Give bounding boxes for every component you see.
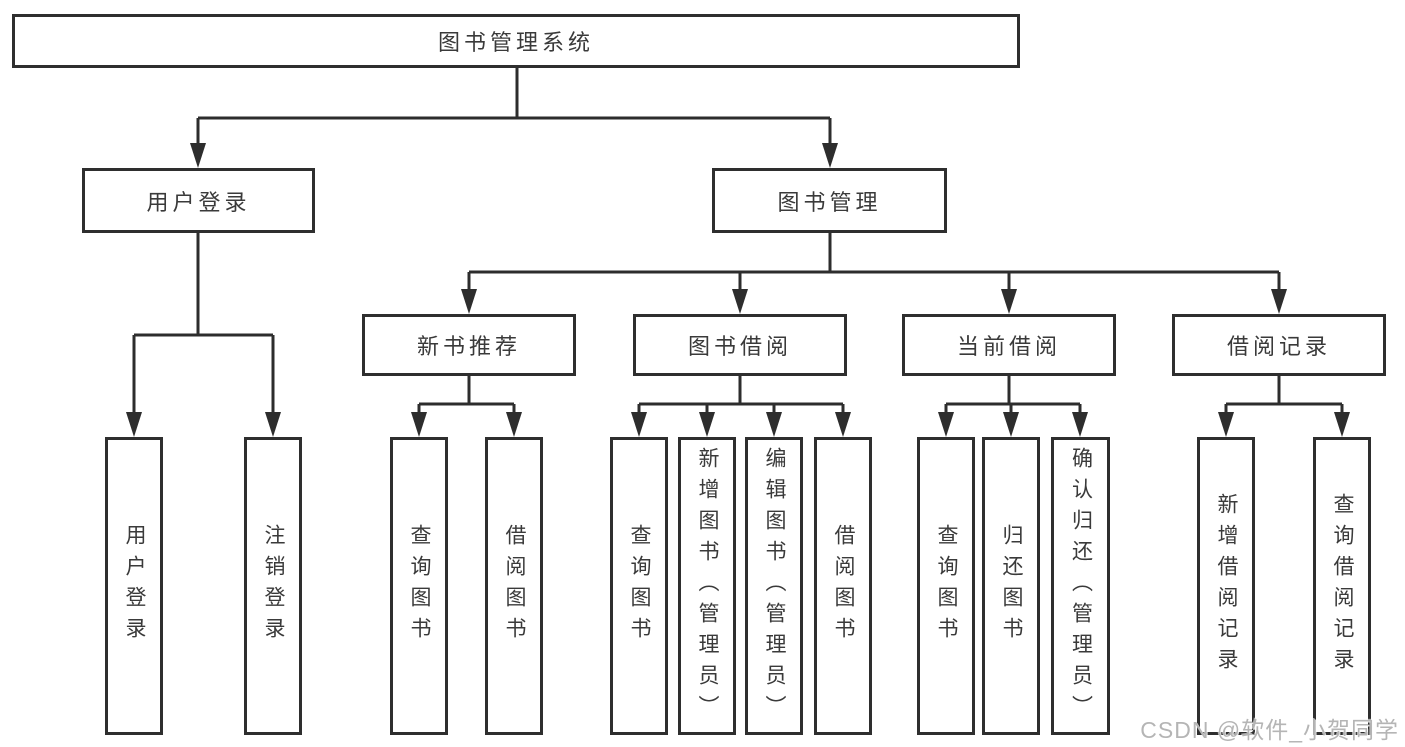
node-leaf-query-borrow-record: 查询借阅记录	[1313, 437, 1371, 735]
edge-current-to-leaves	[938, 376, 1088, 437]
edge-records-to-leaves	[1218, 376, 1350, 437]
node-label: 归还图书	[1000, 524, 1023, 648]
node-label: 借阅图书	[503, 524, 526, 648]
edge-borrowing-to-leaves	[631, 376, 851, 437]
node-label: 用户登录	[146, 189, 251, 215]
node-leaf-add-books-admin: 新增图书（管理员）	[678, 437, 736, 735]
node-borrowing-records: 借阅记录	[1172, 314, 1386, 376]
node-label: 当前借阅	[956, 334, 1061, 359]
node-leaf-query-books: 查询图书	[917, 437, 975, 735]
csdn-watermark: CSDN @软件_小贺同学	[1140, 717, 1399, 743]
node-leaf-borrow-books: 借阅图书	[814, 437, 872, 735]
node-user-login: 用户登录	[82, 168, 315, 233]
node-book-borrowing: 图书借阅	[633, 314, 847, 376]
node-label: 图书管理系统	[437, 30, 594, 55]
node-library-management-system: 图书管理系统	[12, 14, 1020, 68]
node-label: 查询图书	[408, 524, 431, 648]
node-leaf-borrow-books: 借阅图书	[485, 437, 543, 735]
edge-book-management-to-level3	[461, 233, 1287, 314]
node-label: 编辑图书（管理员）	[763, 446, 786, 726]
node-label: 图书借阅	[687, 334, 792, 359]
node-leaf-query-books: 查询图书	[390, 437, 448, 735]
node-label: 查询借阅记录	[1331, 493, 1354, 679]
node-label: 查询图书	[935, 524, 958, 648]
node-leaf-return-books: 归还图书	[982, 437, 1040, 735]
node-new-book-recommend: 新书推荐	[362, 314, 576, 376]
node-label: 借阅图书	[832, 524, 855, 648]
node-label: 用户登录	[123, 524, 146, 648]
node-leaf-confirm-return-admin: 确认归还（管理员）	[1051, 437, 1110, 735]
node-label: 确认归还（管理员）	[1069, 446, 1093, 726]
edge-root-to-level2	[190, 68, 838, 168]
node-book-management: 图书管理	[712, 168, 947, 233]
node-label: 新书推荐	[416, 334, 521, 359]
node-leaf-user-login: 用户登录	[105, 437, 163, 735]
node-label: 图书管理	[777, 189, 882, 215]
node-leaf-edit-books-admin: 编辑图书（管理员）	[745, 437, 803, 735]
node-label: 新增图书（管理员）	[696, 446, 719, 726]
node-leaf-query-books: 查询图书	[610, 437, 668, 735]
node-leaf-logout: 注销登录	[244, 437, 302, 735]
node-label: 注销登录	[262, 524, 285, 648]
edge-new-book-to-leaves	[411, 376, 522, 437]
node-current-borrowing: 当前借阅	[902, 314, 1116, 376]
node-label: 借阅记录	[1226, 334, 1331, 359]
node-leaf-add-borrow-record: 新增借阅记录	[1197, 437, 1255, 735]
node-label: 新增借阅记录	[1215, 493, 1238, 679]
node-label: 查询图书	[628, 524, 651, 648]
edge-user-login-to-leaves	[126, 233, 281, 437]
